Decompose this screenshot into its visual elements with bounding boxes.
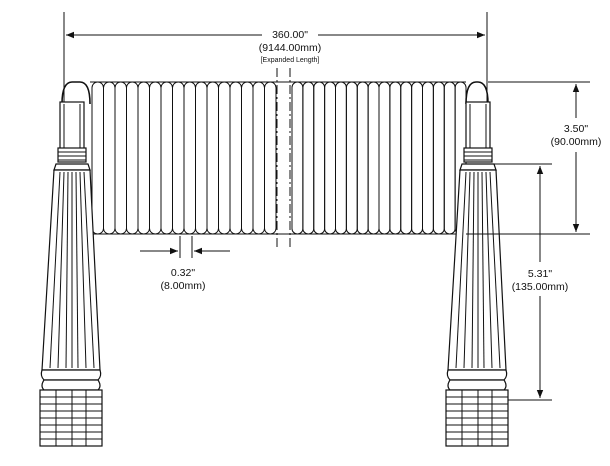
coil-loop-right-7	[356, 81, 369, 235]
length-metric: (9144.00mm)	[259, 42, 321, 54]
length-dimension: 360.00" (9144.00mm) [Expanded Length]	[63, 12, 488, 102]
coil-loop-left-15	[252, 81, 265, 235]
coil-loop-left-4	[126, 81, 139, 235]
pitch-metric: (8.00mm)	[161, 280, 206, 292]
fitting-left	[39, 81, 103, 447]
pitch-imperial: 0.32"	[171, 267, 195, 279]
coil-loop-right-11	[400, 81, 413, 235]
coil-loop-right-4	[324, 81, 336, 235]
coil-loop-right-12	[411, 81, 423, 235]
coil-loop-left-5	[137, 81, 150, 235]
coil-height-metric: (90.00mm)	[551, 136, 602, 148]
left-strain-relief	[41, 169, 101, 371]
coil-loop-right-15	[443, 81, 456, 235]
coil-height-imperial: 3.50"	[564, 123, 588, 135]
coil-loop-right-8	[367, 81, 380, 235]
fitting-length-imperial: 5.31"	[528, 268, 552, 280]
coil-loop-left-13	[229, 81, 242, 235]
coil-loop-right-13	[422, 81, 434, 235]
coil-loop-right-10	[389, 81, 402, 235]
coil-loop-left-11	[206, 81, 219, 235]
right-strain-relief	[447, 169, 507, 371]
break-lines	[276, 68, 291, 248]
coil-loop-left-1	[91, 81, 104, 235]
coil-loop-left-7	[160, 81, 173, 235]
coil-loop-right-3	[313, 81, 326, 235]
coil-loop-left-9	[183, 81, 196, 235]
coil-loop-right-6	[345, 81, 358, 235]
coil-loop-right-14	[432, 81, 445, 235]
coil-loop-right-2	[302, 81, 315, 235]
fitting-length-metric: (135.00mm)	[512, 281, 569, 293]
coil-loop-right-1	[291, 81, 304, 235]
length-imperial: 360.00"	[272, 29, 308, 41]
coil-loop-right-5	[335, 81, 347, 235]
pitch-dimension: 0.32" (8.00mm)	[140, 236, 230, 292]
coil-loop-left-2	[103, 81, 116, 235]
fitting-length-dimension: 5.31" (135.00mm)	[494, 163, 569, 401]
length-note: [Expanded Length]	[261, 57, 320, 64]
coil-loop-left-16	[264, 81, 277, 235]
coil-loop-left-8	[172, 81, 185, 235]
fitting-right	[445, 81, 509, 447]
right-hose-bend	[465, 81, 489, 105]
left-hose-bend	[61, 81, 91, 105]
coil-loop-left-14	[241, 81, 254, 235]
coil-height-dimension: 3.50" (90.00mm)	[466, 81, 602, 235]
coil-loop-left-12	[218, 81, 231, 235]
coil-loop-left-3	[114, 81, 127, 235]
coil-loop-right-9	[378, 81, 391, 235]
coil-loop-left-10	[195, 81, 208, 235]
coil-loop-left-6	[149, 81, 162, 235]
hose-coil	[90, 81, 467, 235]
